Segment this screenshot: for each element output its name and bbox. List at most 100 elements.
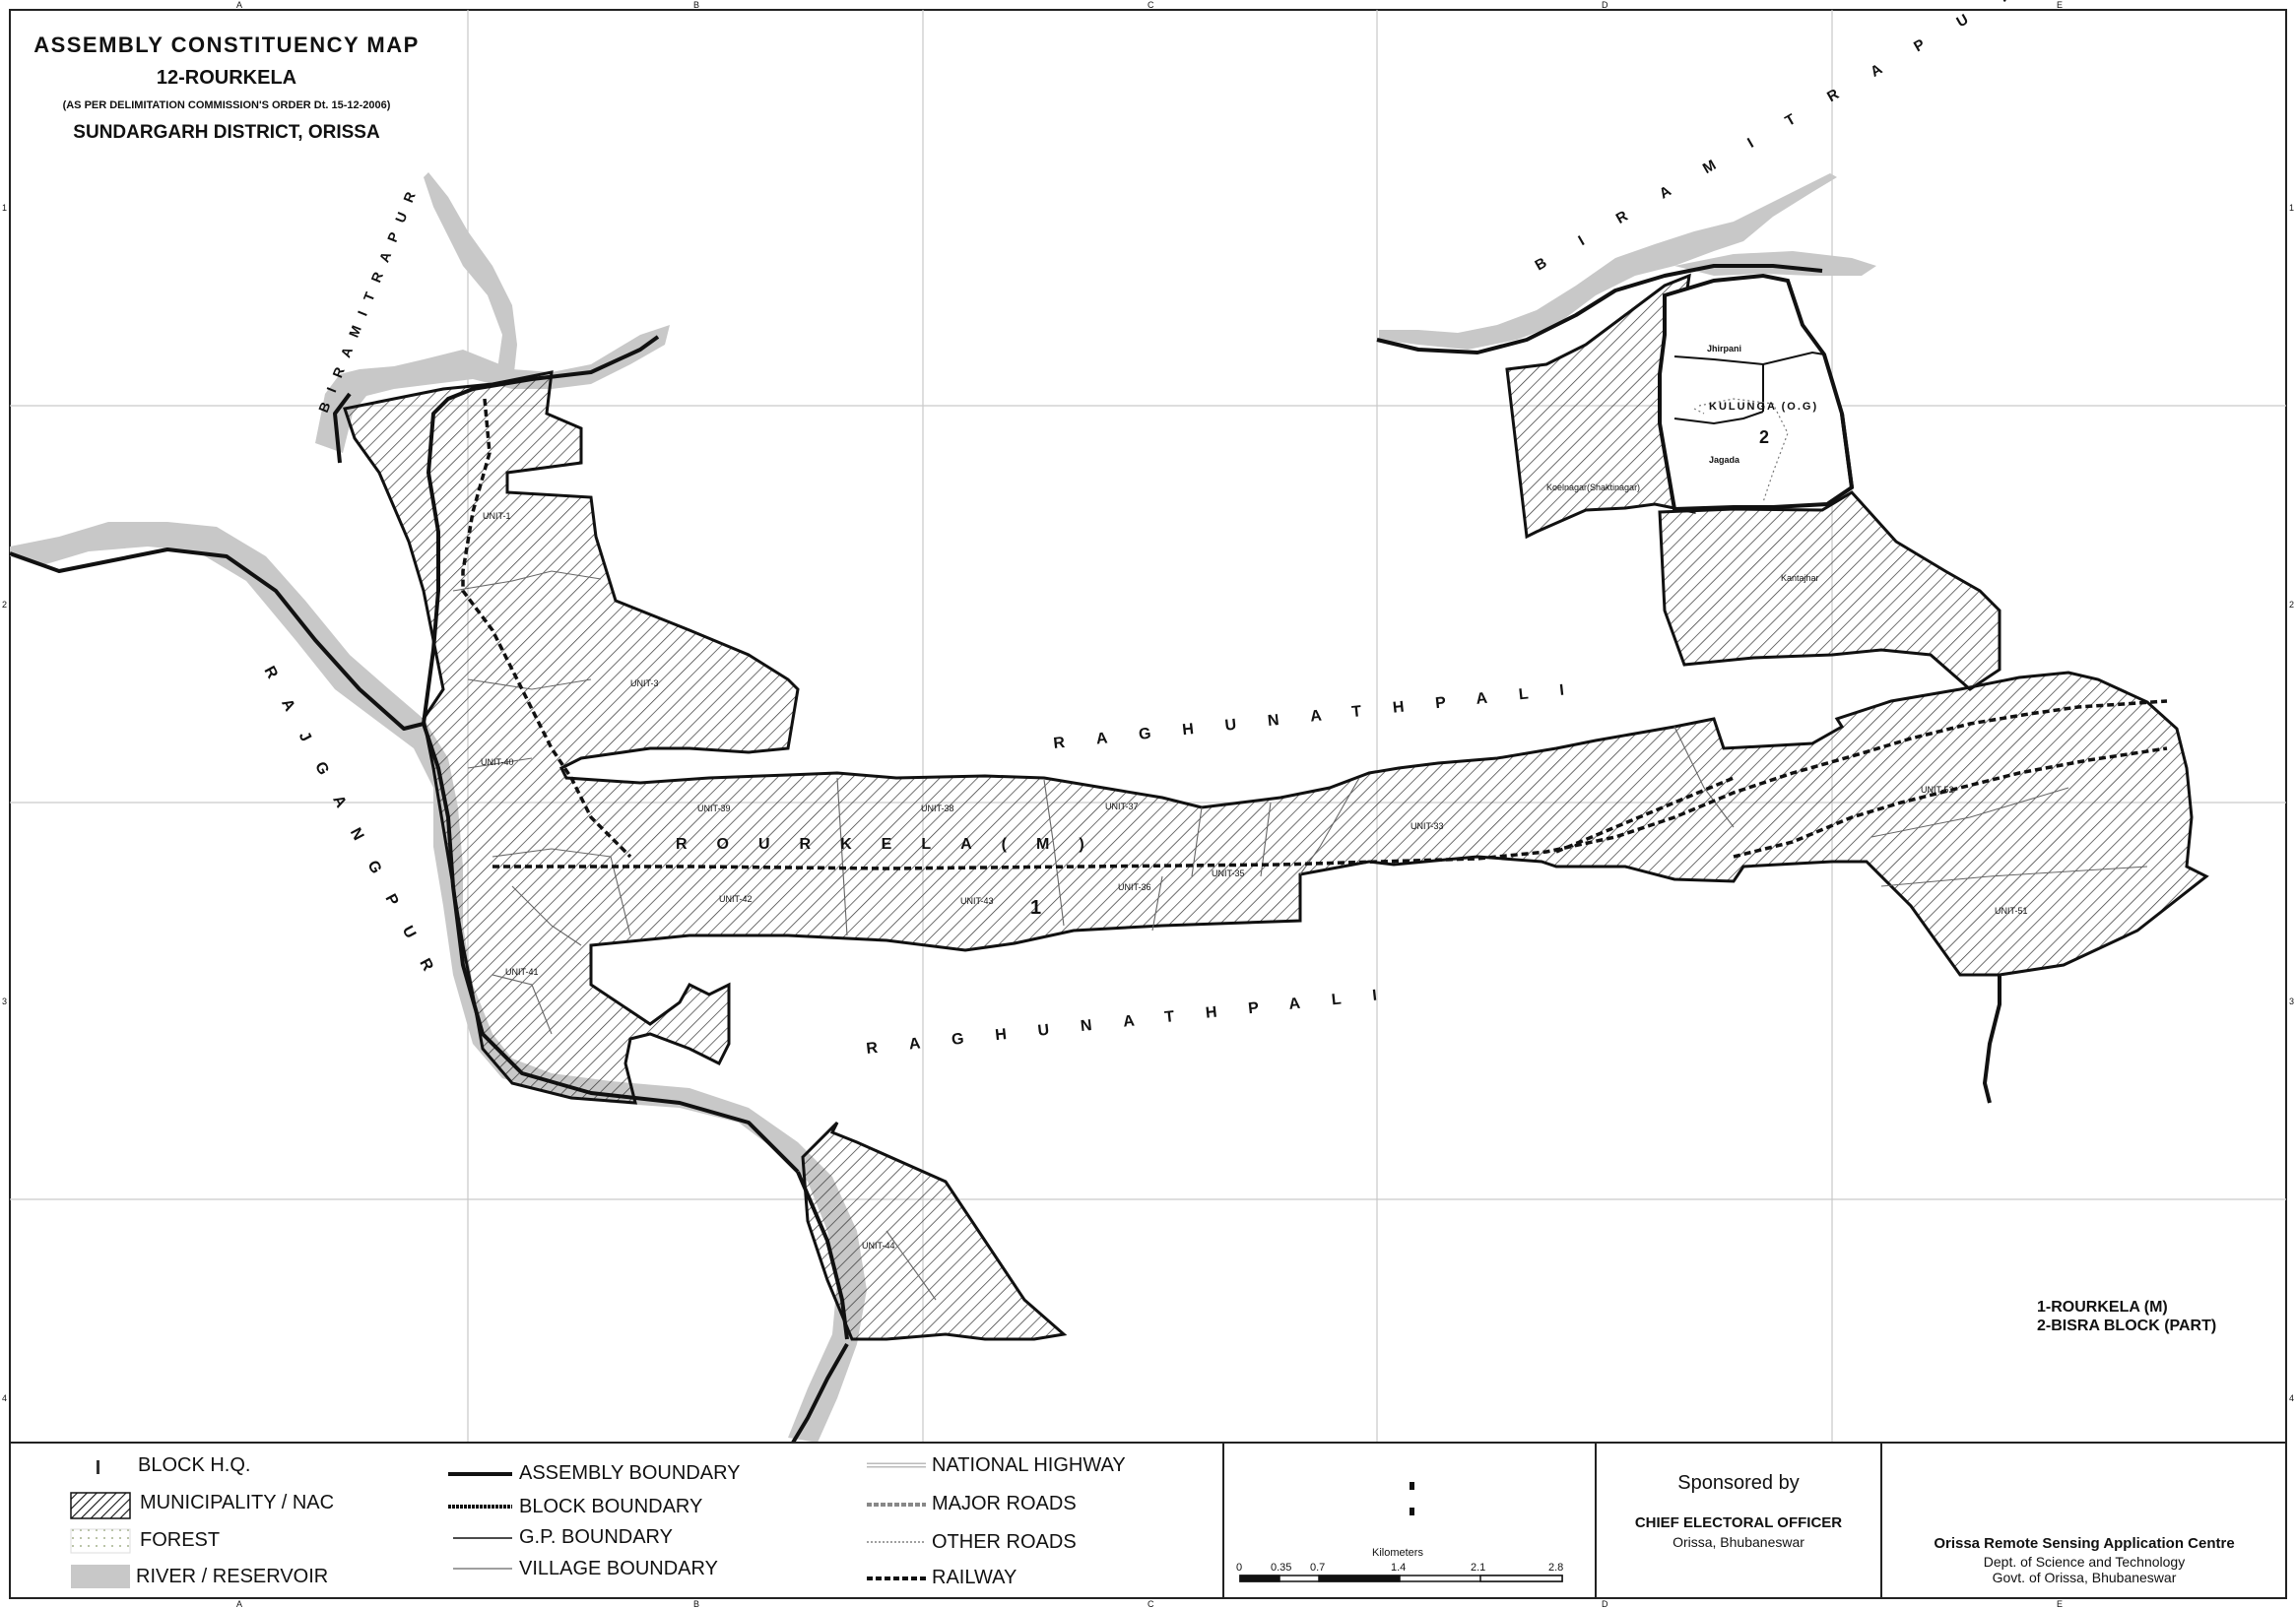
river-koel-branch [424,172,517,372]
parts-key-2: 2-BISRA BLOCK (PART) [2037,1318,2217,1334]
scale-tick-3: 1.4 [1391,1562,1406,1574]
legend-municipality-symbol [70,1492,131,1519]
grid-col-e-top: E [2057,0,2063,10]
scale-tick-0: 0 [1236,1562,1242,1574]
grid-col-a-top: A [236,0,242,10]
kantajhar-area [1658,490,2001,691]
river-sankh-east [1674,251,1876,276]
legend-block-hq: BLOCK H.Q. [138,1454,251,1476]
legend-major-roads: MAJOR ROADS [932,1493,1077,1514]
label-rourkela-m: ROURKELA(M) [676,836,1114,853]
scale-tick-4: 2.1 [1471,1562,1485,1574]
grid-col-d-bottom: D [1602,1599,1608,1608]
sponsor-place: Orissa, Bhubaneswar [1673,1534,1804,1550]
label-unit-38: UNIT-38 [921,804,954,813]
scale-tick-1: 0.35 [1271,1562,1291,1574]
label-unit-52: UNIT-52 [1921,785,1954,795]
label-part-1: 1 [1030,897,1041,919]
parts-key-1: 1-ROURKELA (M) [2037,1299,2168,1316]
label-part-2: 2 [1759,427,1769,447]
grid-col-b-bottom: B [693,1599,699,1608]
legend-symbols [70,1460,926,1588]
label-unit-44: UNIT-44 [862,1241,895,1251]
grid-col-c-bottom: C [1148,1599,1154,1608]
grid-row-4-left: 4 [2,1393,7,1403]
scale-bar [1239,1575,1563,1582]
assembly-boundary [9,264,2001,1445]
river-sankh [1379,173,1837,350]
label-raghunathpali-bottom: RAGHUNATHPALI [866,984,1410,1058]
grid-row-3-left: 3 [2,997,7,1006]
sponsor-block: Sponsored by CHIEF ELECTORAL OFFICER Ori… [1598,1472,1879,1550]
label-raghunathpali-top: RAGHUNATHPALI [1053,678,1597,752]
parts-key: 1-ROURKELA (M) 2-BISRA BLOCK (PART) [2037,1298,2216,1335]
grid-col-a-bottom: A [236,1599,242,1608]
map-title: ASSEMBLY CONSTITUENCY MAP [33,32,420,57]
north-marker-top [1410,1482,1414,1490]
label-unit-33: UNIT-33 [1410,821,1444,831]
label-unit-35: UNIT-35 [1212,868,1245,878]
grid-row-1-right: 1 [2289,203,2294,213]
grid-row-1-left: 1 [2,203,7,213]
legend-frame [10,1442,2286,1598]
label-unit-41: UNIT-41 [505,967,539,977]
legend-gp-boundary: G.P. BOUNDARY [519,1526,673,1548]
rourkela-main-area [343,370,2209,1105]
agency-block: Orissa Remote Sensing Application Centre… [1883,1535,2285,1585]
agency-dept: Dept. of Science and Technology [1983,1554,2186,1570]
label-rajgangpur: RAJGANGPUR [260,664,447,997]
label-kantajhar: Kantajhar [1781,573,1819,583]
label-unit-1: UNIT-1 [483,511,511,521]
grid-row-2-right: 2 [2289,600,2294,610]
legend-national-highway: NATIONAL HIGHWAY [932,1454,1126,1476]
legend-forest: FOREST [140,1529,221,1551]
legend-village-boundary: VILLAGE BOUNDARY [519,1558,718,1579]
label-kulunga: KULUNGA (O.G) [1709,401,1818,413]
label-koelnagar: Koelnagar(Shaktinagar) [1546,482,1640,492]
agency-name: Orissa Remote Sensing Application Centre [1934,1535,2235,1552]
label-unit-3: UNIT-3 [630,678,659,688]
bisra-block-part [1658,273,1855,512]
municipality-areas [343,273,2209,1341]
gp-boundaries [1673,351,1825,425]
north-marker-bottom [1410,1508,1414,1515]
label-unit-51: UNIT-51 [1995,906,2028,916]
label-unit-39: UNIT-39 [697,804,731,813]
legend-other-roads: OTHER ROADS [932,1531,1077,1553]
agency-govt: Govt. of Orissa, Bhubaneswar [1992,1570,2177,1585]
scale-tick-5: 2.8 [1548,1562,1563,1574]
sponsor-name: CHIEF ELECTORAL OFFICER [1634,1514,1843,1531]
legend-assembly-boundary: ASSEMBLY BOUNDARY [519,1462,741,1484]
grid-row-3-right: 3 [2289,997,2294,1006]
label-jhirpani: Jhirpani [1707,344,1741,354]
constituency-name: 12-ROURKELA [156,67,297,89]
sponsor-heading: Sponsored by [1677,1472,1800,1494]
scale-unit: Kilometers [1372,1547,1423,1559]
label-unit-37: UNIT-37 [1105,802,1139,811]
label-unit-36: UNIT-36 [1118,882,1151,892]
legend-railway: RAILWAY [932,1567,1017,1588]
railway-lines [461,398,2168,870]
delimitation-order: (AS PER DELIMITATION COMMISSION'S ORDER … [62,99,391,111]
legend-river: RIVER / RESERVOIR [136,1566,329,1587]
scale-tick-2: 0.7 [1310,1562,1325,1574]
label-unit-40: UNIT-40 [481,757,514,767]
grid-col-d-top: D [1602,0,1608,10]
legend-river-symbol [71,1565,130,1588]
grid-col-e-bottom: E [2057,1599,2063,1608]
label-unit-43: UNIT-43 [960,896,994,906]
legend-block-boundary: BLOCK BOUNDARY [519,1496,703,1517]
label-unit-42: UNIT-42 [719,894,753,904]
district-name: SUNDARGARH DISTRICT, ORISSA [73,122,380,143]
label-jagda: Jagada [1709,455,1740,465]
village-boundaries [1693,398,1789,503]
rivers [10,172,1876,1443]
grid-row-4-right: 4 [2289,1393,2294,1403]
grid-col-b-top: B [693,0,699,10]
river-koel [315,325,670,453]
legend-block-hq-symbol [97,1460,99,1474]
label-biramitrapur-ne: BIRAMITRAPUR [1533,0,2050,274]
grid-row-2-left: 2 [2,600,7,610]
grid-col-c-top: C [1148,0,1154,10]
